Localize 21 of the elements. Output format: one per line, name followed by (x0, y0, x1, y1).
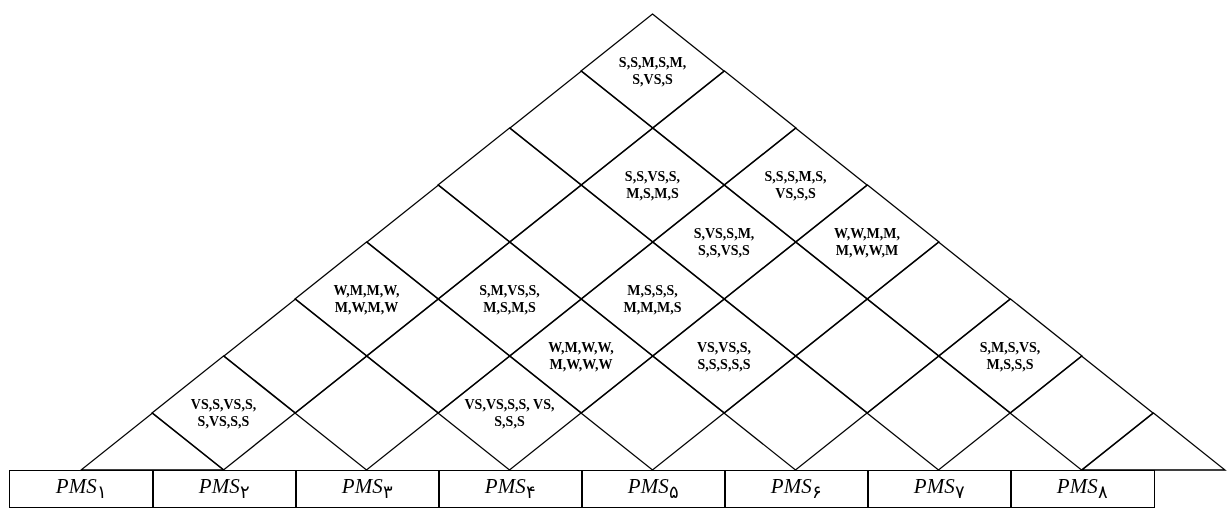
correlation-text: M,S,S,S, M,M,M,S (622, 282, 683, 316)
correlation-text: S,M,VS,S, M,S,M,S (478, 282, 541, 316)
diamond-cell (438, 128, 581, 242)
correlation-text: W,M,M,W, M,W,M,W (332, 282, 401, 316)
correlation-text: VS,S,VS,S, S,VS,S,S (189, 396, 258, 430)
correlation-text: S,S,M,S,M, S,VS,S (617, 54, 688, 88)
diamond-cell (581, 14, 724, 128)
diamond-cell (152, 356, 295, 470)
correlation-text: S,S,S,M,S, VS,S,S (763, 168, 828, 202)
triangle-cell (1081, 413, 1225, 470)
correlation-text: VS,VS,S,S, VS, S,S,S (464, 396, 555, 430)
correlation-text: W,M,W,W, M,W,W,W (547, 339, 615, 373)
diamond-cell (938, 299, 1082, 413)
correlation-text: VS,VS,S, S,S,S,S,S (695, 339, 753, 373)
correlation-text: W,W,M,M, M,W,W,M (833, 225, 901, 259)
correlation-text: S,VS,S,M, S,S,VS,S (692, 225, 756, 259)
correlation-text: S,S,VS,S, M,S,M,S (623, 168, 682, 202)
diamond-cell (295, 242, 438, 356)
diamond-cell (795, 299, 939, 413)
correlation-text: S,M,S,VS, M,S,S,S (978, 339, 1042, 373)
diamond-cell (295, 356, 438, 470)
